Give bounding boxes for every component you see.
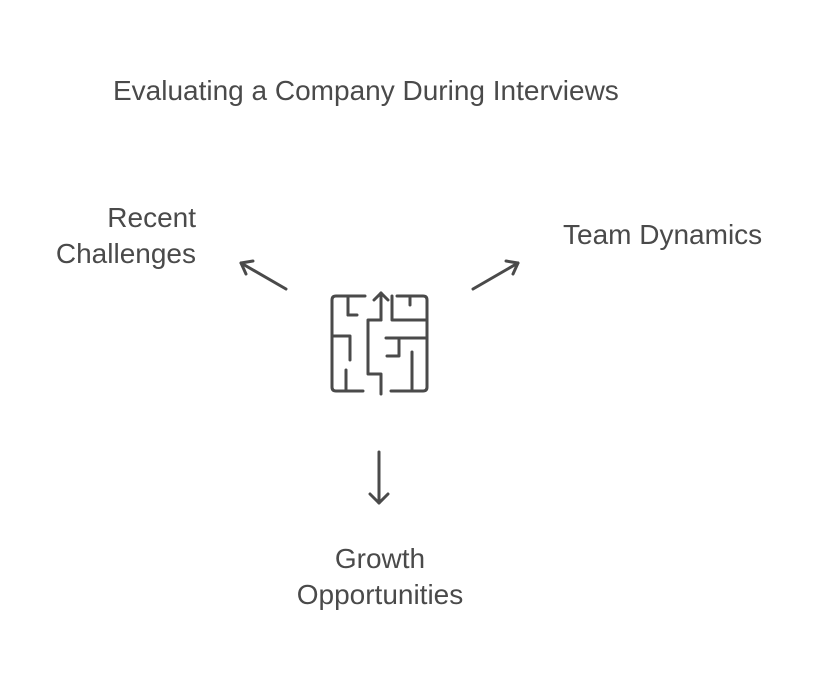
branch-label-recent-challenges: Recent Challenges (56, 200, 196, 272)
branch-label-line: Growth (334, 543, 426, 574)
diagram-title: Evaluating a Company During Interviews (113, 75, 619, 106)
arrow-up-left-icon (239, 259, 288, 291)
branch-label-team-dynamics: Team Dynamics (563, 217, 762, 253)
arrow-down-icon (368, 450, 390, 505)
branch-label-growth-opportunities: Growth Opportunities (230, 541, 530, 613)
branch-label-line: Recent (107, 202, 196, 233)
branch-label-line: Team Dynamics (563, 219, 763, 250)
branch-label-line: Opportunities (296, 579, 464, 610)
arrow-up-right-icon (471, 259, 520, 291)
maze-icon (330, 291, 429, 396)
branch-label-line: Challenges (55, 238, 196, 269)
